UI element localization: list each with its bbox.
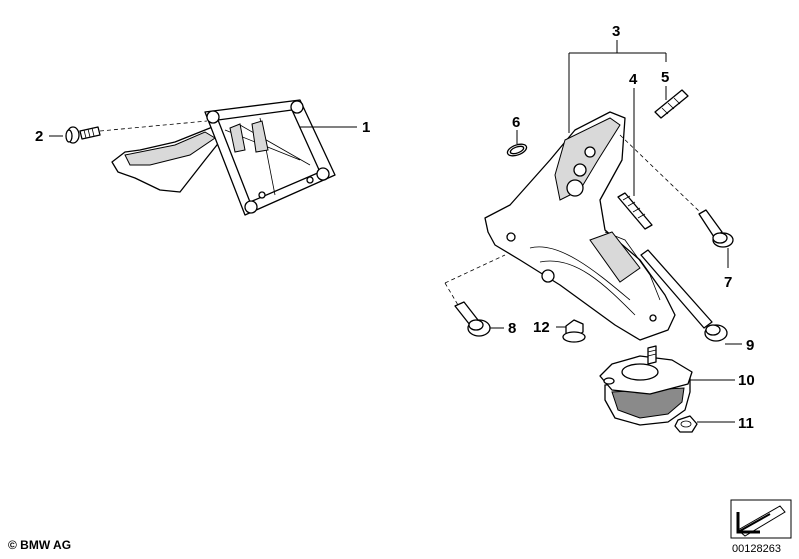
part-11-nut [674,415,698,433]
part-7-bolt [698,209,734,248]
part-5-stud [654,89,689,119]
dash-8-vertical [444,282,459,306]
dash-8-to-bracket [444,254,506,284]
dash-5-to-7 [619,134,701,213]
part-1-housing [111,99,336,216]
copyright-text: © BMW AG [8,538,72,552]
part-9-bolt [640,249,728,342]
part-8-bolt [454,301,491,337]
label-10: 10 [738,372,755,389]
label-8: 8 [508,320,516,337]
label-5: 5 [661,69,669,86]
label-9: 9 [746,337,754,354]
label-1: 1 [362,119,370,136]
label-11: 11 [738,415,754,432]
part-10-mount [599,345,693,426]
part-2-bolt [65,126,101,144]
part-6-ring [506,143,528,157]
part-4-stud [617,192,653,230]
label-3: 3 [612,23,620,40]
label-4: 4 [629,71,638,88]
dash-2-to-1 [99,120,208,132]
label-6: 6 [512,114,520,131]
part-3-bracket [484,111,676,341]
label-7: 7 [724,274,732,291]
arrow-corner-icon [730,499,792,539]
leader-lines [49,40,742,423]
label-12: 12 [533,319,550,336]
document-number: 00128263 [732,543,781,555]
part-12-nut [562,319,586,343]
label-2: 2 [35,128,43,145]
